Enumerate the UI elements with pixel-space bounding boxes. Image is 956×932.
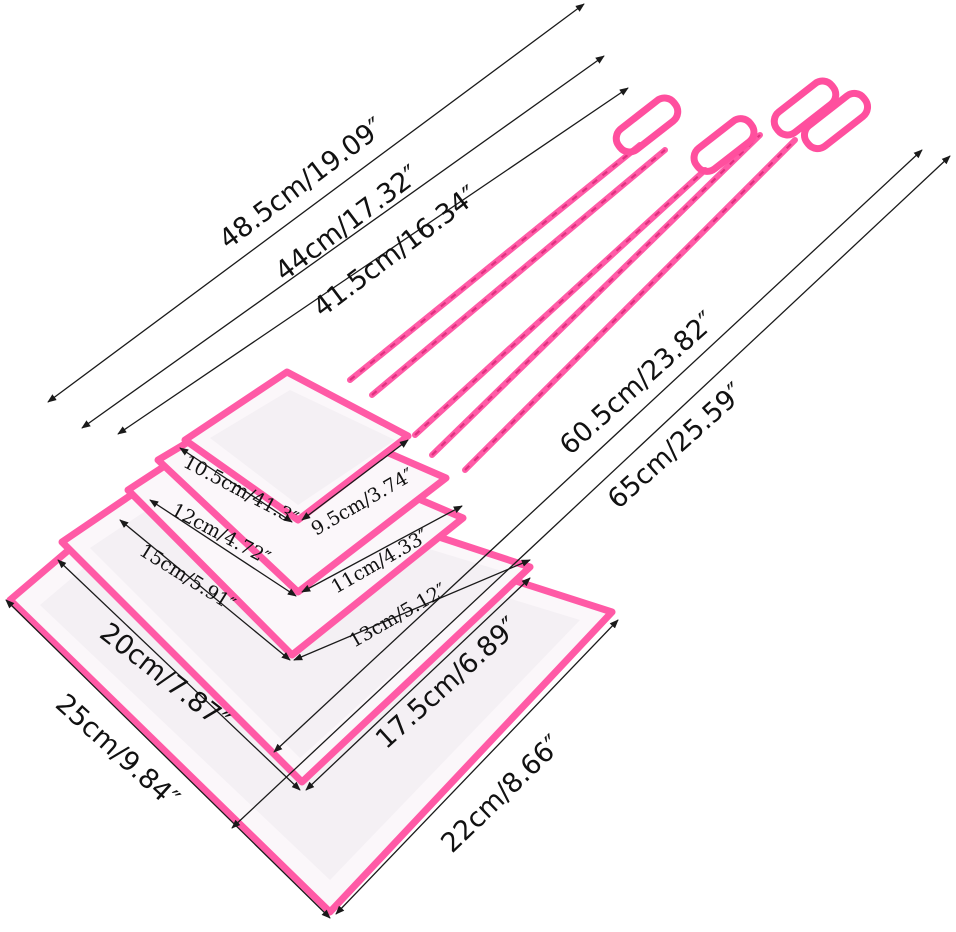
length-label-net-1: 48.5cm/19.09″ (214, 112, 391, 256)
size-dimension-lines (5, 439, 619, 919)
